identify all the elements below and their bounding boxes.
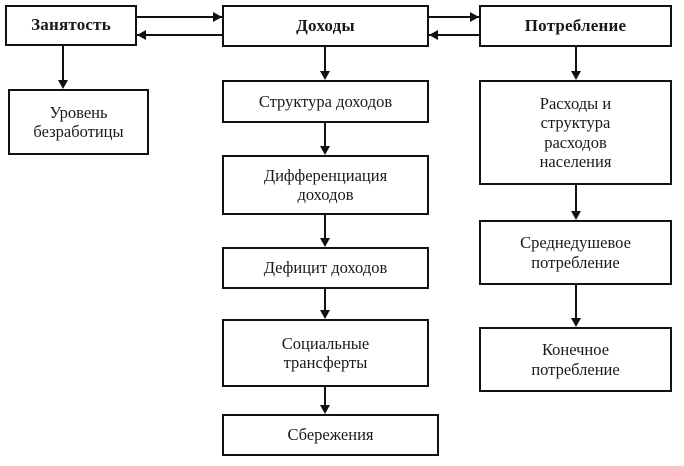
node-expenses-structure[interactable]: Расходы и структура расходов населения	[479, 80, 672, 185]
node-income-deficit-label: Дефицит доходов	[263, 258, 388, 278]
edge-expenses-to-per-capita-arrowhead	[571, 211, 581, 220]
node-consumption-label: Потребление	[524, 15, 627, 35]
node-unemployment-rate-label: Уровень безработицы	[33, 102, 124, 141]
edge-deficit-to-social-transfers-arrowhead	[320, 310, 330, 319]
node-income-differentiation-label: Дифференциация доходов	[263, 165, 388, 204]
edge-social-transfers-to-savings-arrowhead	[320, 405, 330, 414]
node-consumption[interactable]: Потребление	[479, 5, 672, 47]
node-unemployment-rate[interactable]: Уровень безработицы	[8, 89, 149, 155]
node-incomes[interactable]: Доходы	[222, 5, 429, 47]
edge-per-capita-to-final-line	[575, 285, 577, 319]
edge-employment-to-unemployment-line	[62, 46, 64, 82]
node-employment[interactable]: Занятость	[5, 5, 137, 46]
edge-employment-to-incomes-line	[137, 16, 222, 18]
node-savings[interactable]: Сбережения	[222, 414, 439, 456]
edge-employment-to-incomes-arrowhead	[213, 12, 222, 22]
node-income-structure-label: Структура доходов	[258, 91, 393, 111]
edge-incomes-to-employment-arrowhead	[137, 30, 146, 40]
node-per-capita-consumption-label: Среднедушевое потребление	[520, 233, 631, 272]
edge-incomes-to-employment-line	[137, 34, 222, 36]
edge-incomes-to-consumption-arrowhead	[470, 12, 479, 22]
node-social-transfers[interactable]: Социальные трансферты	[222, 319, 429, 387]
edge-consumption-to-incomes-line	[429, 34, 479, 36]
edge-expenses-to-per-capita-line	[575, 185, 577, 212]
node-final-consumption[interactable]: Конечное потребление	[479, 327, 672, 392]
edge-income-structure-to-differentiation-arrowhead	[320, 146, 330, 155]
edge-incomes-to-income-structure-line	[324, 47, 326, 73]
edge-social-transfers-to-savings-line	[324, 387, 326, 406]
node-per-capita-consumption[interactable]: Среднедушевое потребление	[479, 220, 672, 285]
edge-differentiation-to-deficit-arrowhead	[320, 238, 330, 247]
edge-consumption-to-expenses-arrowhead	[571, 71, 581, 80]
node-final-consumption-label: Конечное потребление	[531, 340, 620, 379]
edge-incomes-to-income-structure-arrowhead	[320, 71, 330, 80]
edge-consumption-to-expenses-line	[575, 47, 577, 73]
edge-differentiation-to-deficit-line	[324, 215, 326, 239]
edge-incomes-to-consumption-line	[429, 16, 479, 18]
edge-deficit-to-social-transfers-line	[324, 289, 326, 311]
node-employment-label: Занятость	[31, 15, 111, 35]
node-incomes-label: Доходы	[296, 15, 355, 35]
edge-consumption-to-incomes-arrowhead	[429, 30, 438, 40]
node-savings-label: Сбережения	[287, 425, 374, 445]
node-expenses-structure-label: Расходы и структура расходов населения	[539, 93, 612, 171]
edge-employment-to-unemployment-arrowhead	[58, 80, 68, 89]
node-income-differentiation[interactable]: Дифференциация доходов	[222, 155, 429, 215]
node-income-deficit[interactable]: Дефицит доходов	[222, 247, 429, 289]
node-social-transfers-label: Социальные трансферты	[281, 333, 370, 372]
node-income-structure[interactable]: Структура доходов	[222, 80, 429, 123]
edge-income-structure-to-differentiation-line	[324, 123, 326, 148]
edge-per-capita-to-final-arrowhead	[571, 318, 581, 327]
